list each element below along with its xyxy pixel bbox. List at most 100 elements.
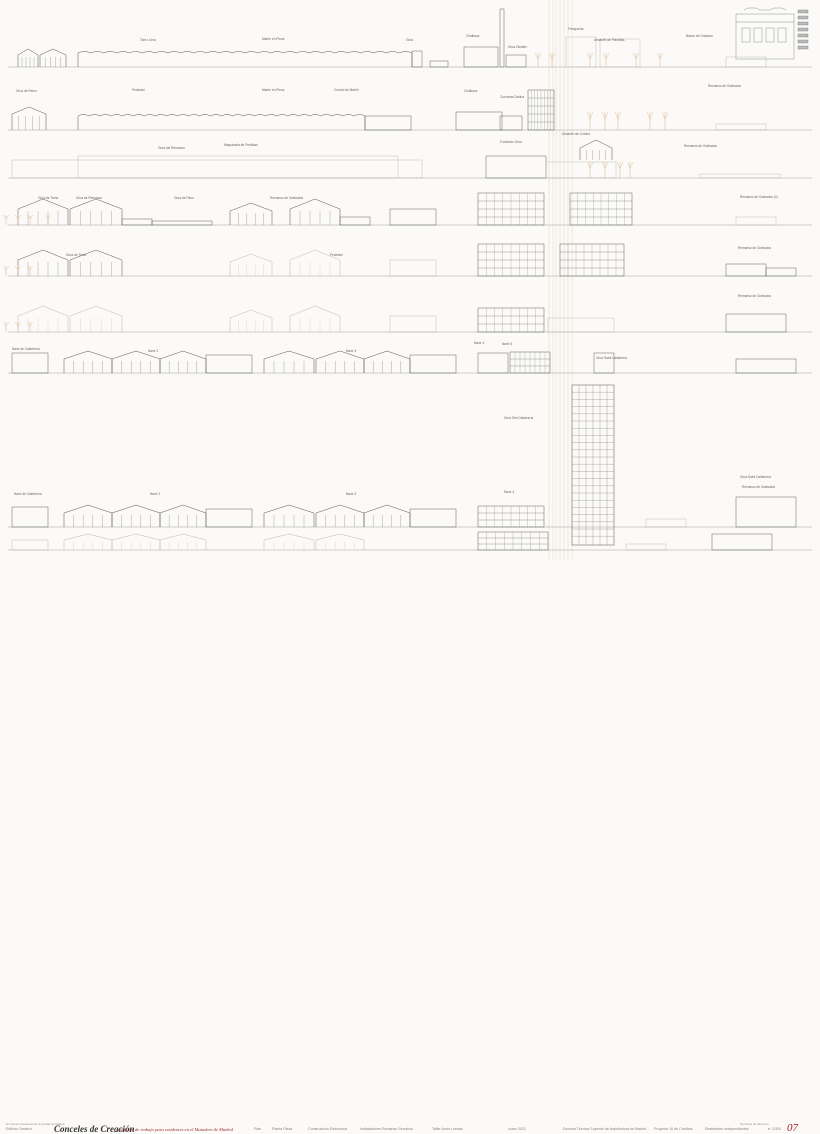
tree-branch [601,111,606,120]
block [389,315,437,333]
section-row-8 [8,496,812,528]
tree-branch [589,111,594,120]
section-label: Nave 3 [346,492,356,496]
block [565,36,597,68]
section-label: Grúa de Remanso [76,196,102,200]
section-label: Remanso de Grabados [738,246,771,250]
section-label: Grúa Saint Calderería [596,356,627,360]
tree-branch [26,265,31,271]
gable-building [263,533,315,550]
gable-building [289,249,341,276]
tree-branch [635,52,640,59]
tree-branch [604,161,609,169]
section-label: Control de Martín [334,88,359,92]
tree-branch [29,321,34,327]
section-label: Chalkaus [466,34,480,38]
gable-building [17,48,39,67]
block [735,216,777,226]
tree-branch [602,52,607,59]
footer-item-7: Escuela Técnica Superior de Arquitectura… [563,1127,647,1131]
tree-branch [548,52,553,59]
section-label: Pedestal [132,88,145,92]
tree-branch [47,214,52,220]
section-label: Remanso de Grabados [742,485,775,489]
section-row-3 [8,139,812,179]
section-row-4 [2,192,812,226]
block [463,46,499,68]
section-label: Nave 2 [150,492,160,496]
section-label: Grúa [380,0,387,1]
tree-branch [29,214,34,220]
footer-corner-note: Nombres de Alumnos [740,1122,769,1126]
block [547,317,615,333]
block [11,506,49,528]
section-label: Cocheras [500,95,514,99]
tree-branch [601,161,606,169]
section-label: Grúa Sint Calderería [504,416,533,420]
footer-item-6: curso 2022 [508,1127,526,1131]
tree-branch [5,321,10,327]
block [151,220,213,226]
footer-item-1: Plan [254,1127,262,1131]
footer-item-3: Construcción Estructural [308,1127,348,1131]
tree-branch [5,265,10,271]
block [599,38,641,68]
gable-building [363,504,411,527]
section-label: Remanso de Grabados [708,84,741,88]
gable-building [263,504,315,527]
section-label: Nave 5 [502,342,512,346]
gable-building [289,305,341,332]
gable-building [363,350,411,373]
block [205,354,253,374]
tree-branch [616,161,621,169]
section-row-6 [2,305,812,333]
gable-building [159,504,207,527]
block [765,267,797,277]
block [477,352,509,374]
block [205,508,253,528]
tree-branch [632,52,637,59]
section-label: Remanso de Grabados [320,0,353,1]
section-label: Remanso de Grabados [738,294,771,298]
tree-branch [2,214,7,220]
block [429,60,449,68]
block [735,496,797,528]
gable-building [315,504,365,527]
tree-branch [649,111,654,120]
tree-branch [537,52,542,59]
gable-building [17,249,69,276]
section-label: Nave 3 [346,349,356,353]
tree-branch [604,111,609,120]
gable-building [69,305,123,332]
section-label: Cabina [514,95,524,99]
inset-elevation [735,7,809,60]
section-label: Grúa [406,38,413,42]
footer-scale: e: 1/300 [768,1127,781,1131]
block [625,543,667,551]
section-label: Martín en Pinos [262,37,285,41]
tree-branch [14,214,19,220]
footer-item-2: Planta Plaza [272,1127,293,1131]
tree-branch [29,265,34,271]
gable-building [159,533,207,550]
section-label: Maquinaria de Perdidas [224,143,258,147]
footer-item-9: Residentes Independientes [705,1127,749,1131]
block [725,56,767,68]
tree-branch [664,111,669,120]
tree-branch [617,111,622,120]
section-row-2 [8,89,812,131]
section-label: Nave 2 [148,349,158,353]
block [593,352,615,374]
gable-building [111,504,161,527]
block [77,155,399,179]
block [725,263,767,277]
section-label: Grúa de Torno [38,196,59,200]
gable-building [315,350,365,373]
block [364,115,412,131]
gable-building [111,533,161,550]
section-label: Nave de Calderería [12,347,40,351]
tree-branch [656,52,661,59]
section-label: Nave de Calderería [14,492,42,496]
tree-branch [551,52,556,59]
